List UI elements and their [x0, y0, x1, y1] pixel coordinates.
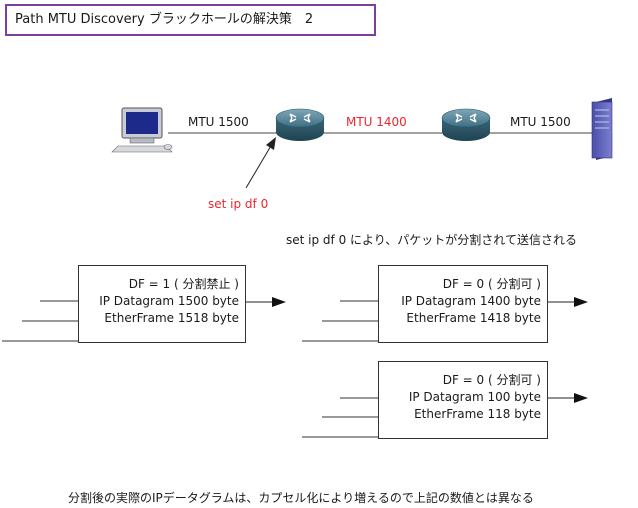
bottom-note: 分割後の実際のIPデータグラムは、カプセル化により増えるので上記の数値とは異なる — [68, 491, 534, 505]
fragment-note: set ip df 0 により、パケットが分割されて送信される — [286, 233, 577, 247]
packet-box-fragment-2: DF = 0 ( 分割可 ) IP Datagram 100 byte Ethe… — [378, 361, 548, 439]
arrow-right-icon — [272, 297, 286, 307]
packet-box-fragment-1: DF = 0 ( 分割可 ) IP Datagram 1400 byte Eth… — [378, 265, 548, 343]
command-pointer — [245, 143, 273, 189]
router-icon — [441, 108, 491, 141]
arrow-right-icon — [574, 393, 588, 403]
arrow-right-icon — [574, 297, 588, 307]
packet-frame-size: EtherFrame 1418 byte — [406, 311, 541, 325]
packet-box-original: DF = 1 ( 分割禁止 ) IP Datagram 1500 byte Et… — [78, 265, 246, 343]
packet-df-flag: DF = 1 ( 分割禁止 ) — [128, 277, 239, 291]
link-middle-mtu-label: MTU 1400 — [346, 115, 407, 129]
server-icon — [591, 98, 613, 160]
link-right-mtu-label: MTU 1500 — [510, 115, 571, 129]
packet-df-flag: DF = 0 ( 分割可 ) — [442, 277, 541, 291]
packet-frame-size: EtherFrame 118 byte — [414, 407, 541, 421]
packet-datagram-size: IP Datagram 1400 byte — [401, 294, 541, 308]
packet-frame-size: EtherFrame 1518 byte — [104, 311, 239, 325]
router-icon — [275, 108, 325, 141]
link-left-mtu-label: MTU 1500 — [188, 115, 249, 129]
packet-datagram-size: IP Datagram 1500 byte — [99, 294, 239, 308]
pc-icon — [111, 107, 173, 153]
packet-datagram-size: IP Datagram 100 byte — [408, 390, 541, 404]
page-title: Path MTU Discovery ブラックホールの解決策 2 — [5, 4, 376, 36]
command-pointer-head — [266, 137, 276, 150]
packet-df-flag: DF = 0 ( 分割可 ) — [442, 373, 541, 387]
command-label: set ip df 0 — [208, 197, 269, 211]
